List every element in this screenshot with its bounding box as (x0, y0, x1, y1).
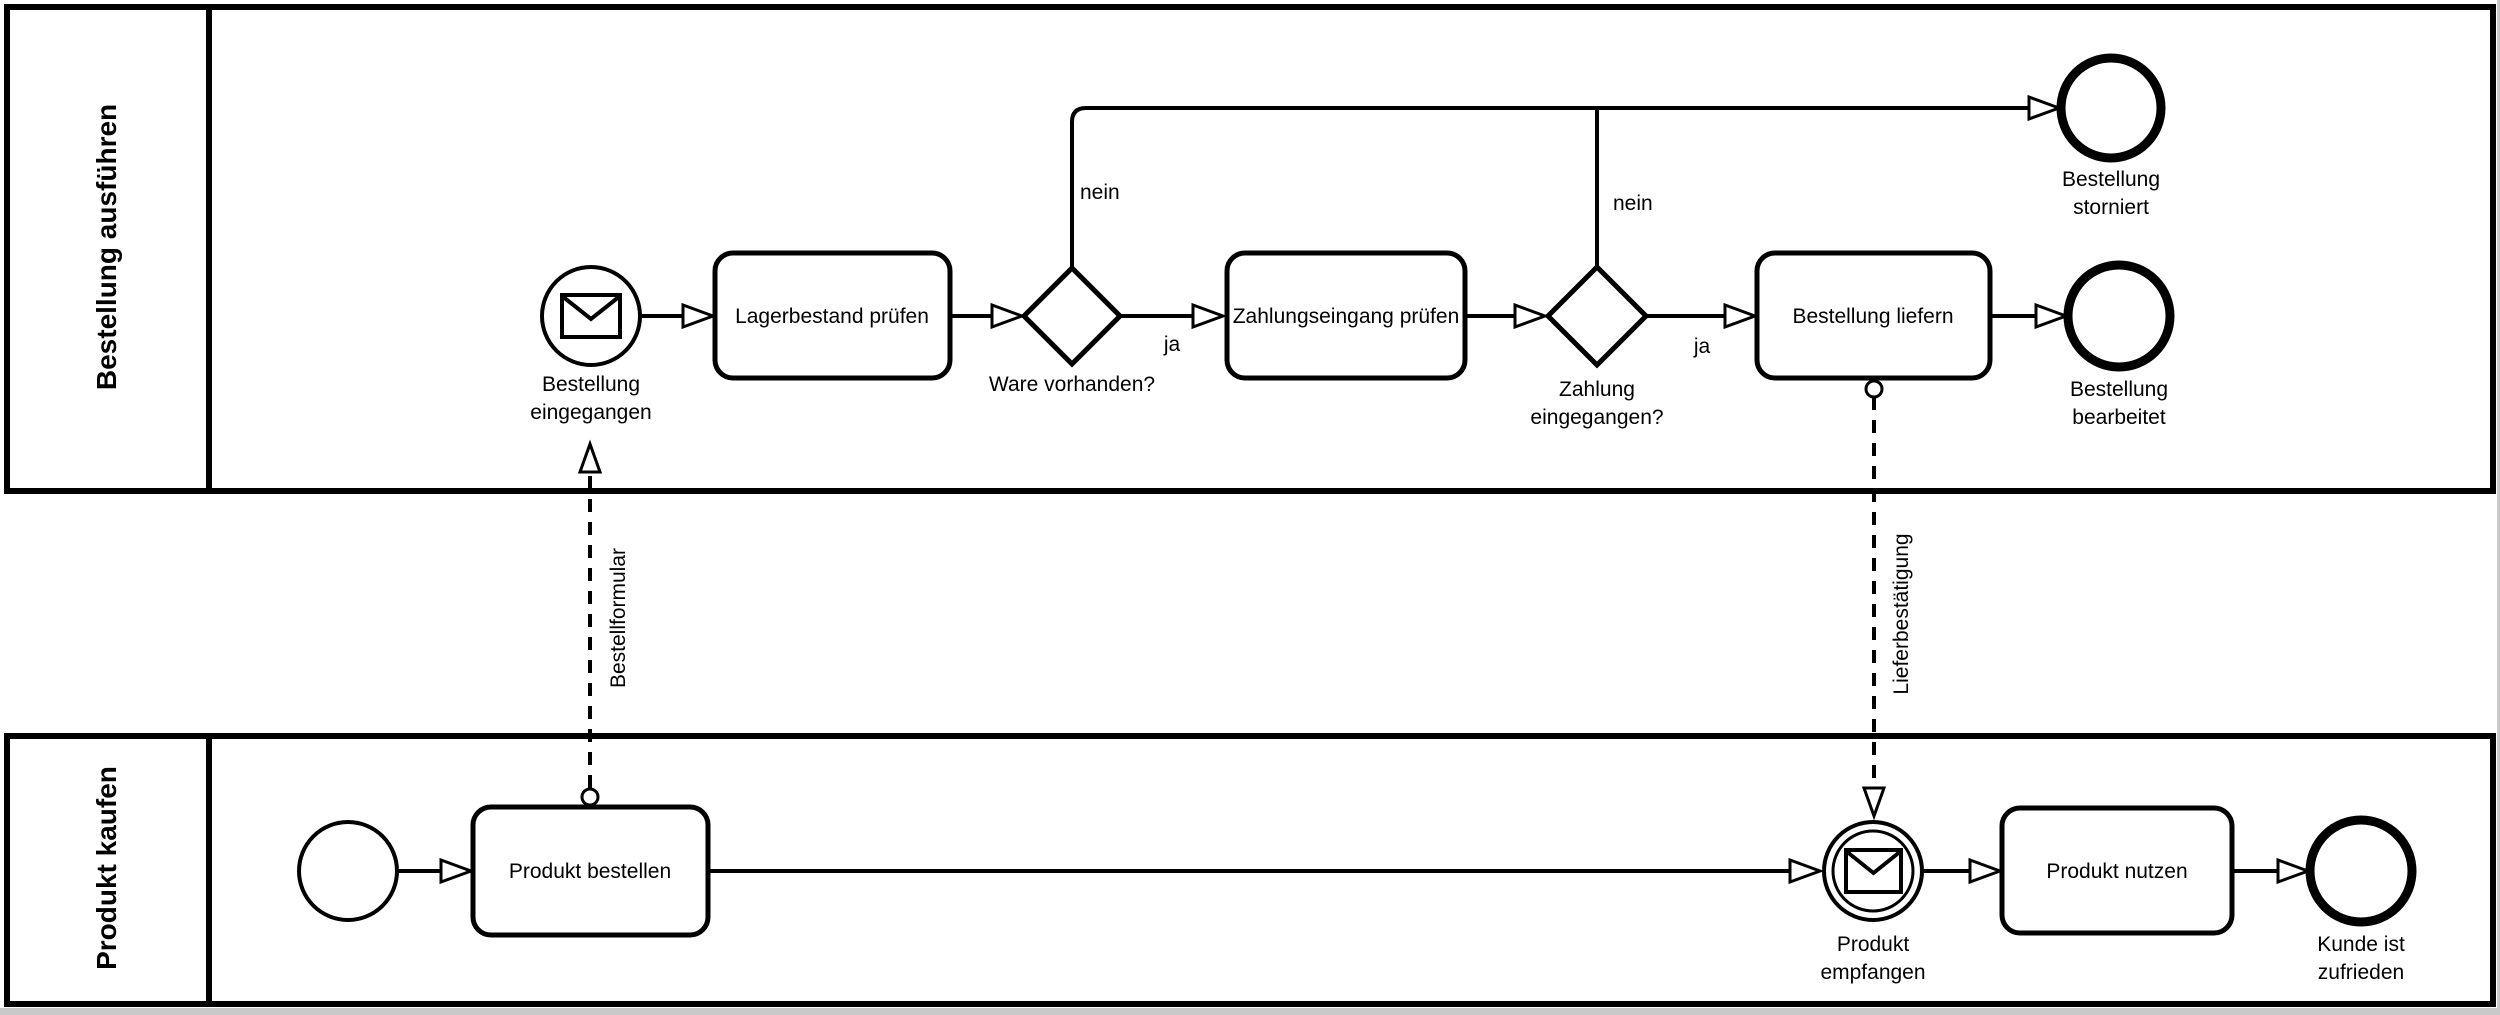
start-event-buy-circle (297, 820, 399, 922)
end-event-satisfied-label-line1: Kunde ist (2317, 933, 2405, 956)
bottom-edge-shadow (0, 1008, 2500, 1015)
arrowhead-receive-use (1968, 857, 2005, 885)
gateway-stock-nein-label: nein (1080, 181, 1120, 204)
arrowhead-order-receive (1788, 857, 1825, 885)
start-event-label-line1: Bestellung (542, 373, 640, 396)
arrowhead-task1-gw1 (990, 302, 1027, 330)
arrowhead-task2-gw2 (1513, 302, 1550, 330)
gateway-payment-diamond (1544, 263, 1650, 369)
end-event-processed-label-line1: Bestellung (2070, 378, 2168, 401)
task-check-payment-box (1224, 250, 1468, 381)
arrowhead-nein-cancel (2027, 94, 2064, 122)
task-deliver-order-box (1754, 250, 1993, 381)
end-event-satisfied-circle (2305, 815, 2417, 927)
arrowhead-task3-end (2034, 302, 2071, 330)
gateway-payment-nein-label: nein (1613, 192, 1653, 215)
start-event-order-received: Bestellung eingegangen (530, 265, 652, 424)
end-event-customer-satisfied: Kunde ist zufrieden (2305, 815, 2417, 984)
message-flow-order-form-arrowhead (577, 439, 603, 474)
gateway-stock-available: Ware vorhanden? ja nein (989, 181, 1181, 396)
task-check-stock: Lagerbestand prüfen (712, 250, 953, 381)
task-check-stock-box (712, 250, 953, 381)
catch-event-label-line2: empfangen (1820, 961, 1925, 984)
pool-buy-product-title: Produkt kaufen (91, 766, 122, 970)
gateway-stock-ja-label: ja (1163, 333, 1181, 356)
task-check-stock-label: Lagerbestand prüfen (735, 305, 929, 328)
end-event-processed-label-line2: bearbeitet (2072, 406, 2166, 429)
end-event-processed-circle (2063, 260, 2175, 372)
arrowhead-gw1-task2 (1191, 302, 1228, 330)
end-event-cancelled-circle (2056, 53, 2166, 163)
end-event-satisfied-label-line2: zufrieden (2318, 961, 2404, 984)
sequence-arrowheads (439, 94, 2313, 885)
message-flow-delivery-label: Lieferbestätigung (1890, 533, 1913, 694)
arrowhead-gw2-task3 (1723, 302, 1760, 330)
message-flow-order-form-source-dot (580, 787, 600, 807)
end-event-order-processed: Bestellung bearbeitet (2063, 260, 2175, 429)
arrowhead-use-end (2276, 857, 2313, 885)
task-order-product: Produkt bestellen (470, 804, 711, 938)
gateway-payment-question-line2: eingegangen? (1530, 406, 1663, 429)
task-use-product-label: Produkt nutzen (2046, 860, 2187, 883)
arrowhead-start-task1 (681, 302, 718, 330)
catch-event-label-line1: Produkt (1837, 933, 1910, 956)
right-edge-shadow (2497, 0, 2500, 1015)
catch-event-product-received: Produkt empfangen (1820, 820, 1926, 984)
gateway-payment-ja-label: ja (1693, 335, 1711, 358)
task-use-product-box (1999, 805, 2235, 936)
task-use-product: Produkt nutzen (1999, 805, 2235, 936)
message-flow-order-form-label: Bestellformular (607, 548, 630, 688)
message-flow-delivery-confirmation: Lieferbestätigung (1861, 379, 1913, 821)
task-deliver-order: Bestellung liefern (1754, 250, 1993, 381)
message-flow-order-form: Bestellformular (577, 439, 630, 807)
task-deliver-order-label: Bestellung liefern (1792, 305, 1953, 328)
flow-gw1-nein-to-cancel (1070, 106, 2030, 268)
end-event-order-cancelled: Bestellung storniert (2056, 53, 2166, 219)
gateway-payment-received: Zahlung eingegangen? ja nein (1530, 192, 1710, 429)
arrowhead-start-order (439, 857, 476, 885)
gateway-stock-question: Ware vorhanden? (989, 373, 1155, 396)
task-check-payment-label: Zahlungseingang prüfen (1233, 305, 1460, 328)
message-flow-delivery-source-dot (1864, 379, 1884, 399)
sequence-flows-top (640, 106, 2037, 318)
envelope-icon (560, 293, 622, 339)
end-event-cancelled-label-line2: storniert (2073, 196, 2149, 219)
start-event-buy-product (297, 820, 399, 922)
task-check-payment: Zahlungseingang prüfen (1224, 250, 1468, 381)
gateway-stock-diamond (1020, 264, 1124, 368)
message-flow-delivery-arrowhead (1861, 786, 1887, 821)
task-order-product-box (470, 804, 711, 938)
envelope-icon (1844, 848, 1903, 894)
pool-execute-order-title: Bestellung ausführen (91, 104, 122, 390)
start-event-label-line2: eingegangen (530, 401, 651, 424)
end-event-cancelled-label-line1: Bestellung (2062, 168, 2160, 191)
task-order-product-label: Produkt bestellen (509, 860, 671, 883)
gateway-payment-question-line1: Zahlung (1559, 378, 1635, 401)
